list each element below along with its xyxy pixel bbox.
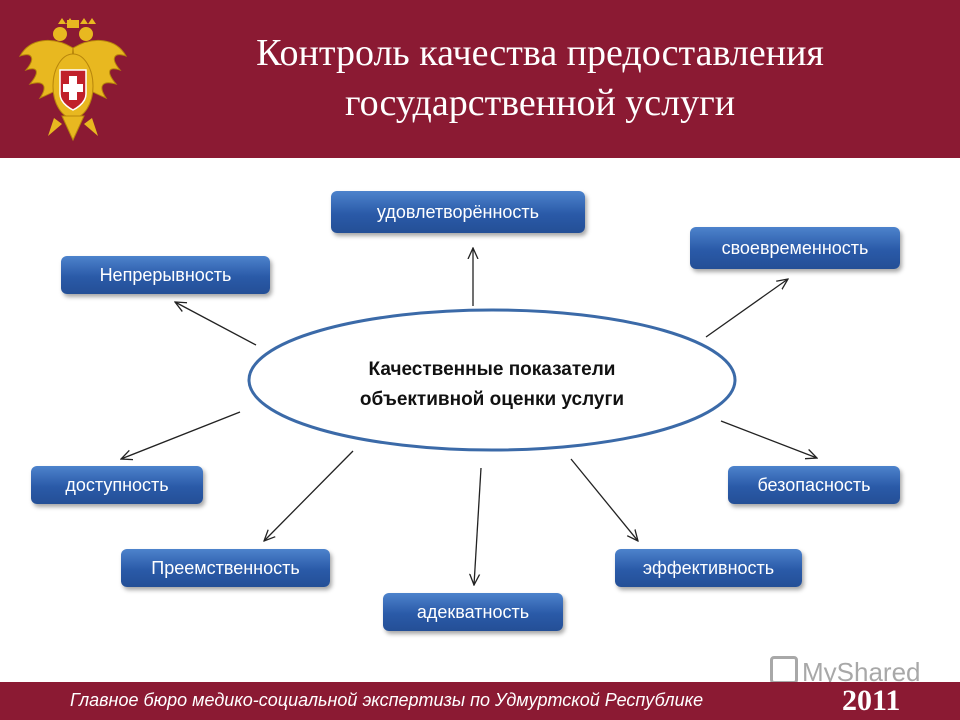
node-continuity: Непрерывность <box>61 256 270 294</box>
arrow-to-safety <box>720 420 817 458</box>
header-banner: Контроль качества предоставления государ… <box>0 0 960 158</box>
arrow-to-adequacy <box>474 467 482 585</box>
double-headed-eagle-emblem-icon <box>18 18 128 142</box>
node-timeliness: своевременность <box>690 227 900 269</box>
node-effectiveness: эффективность <box>615 549 802 587</box>
arrow-to-accessibility <box>121 411 241 459</box>
footer-year: 2011 <box>842 684 901 717</box>
center-label: Качественные показатели объективной оцен… <box>300 355 684 415</box>
arrow-to-effectiveness <box>570 458 638 541</box>
title-line-1: Контроль качества предоставления <box>256 32 824 74</box>
node-safety: безопасность <box>728 466 900 504</box>
node-accessibility: доступность <box>31 466 203 504</box>
node-adequacy: адекватность <box>383 593 563 631</box>
page-title: Контроль качества предоставления государ… <box>150 28 930 128</box>
center-ellipse <box>247 308 737 452</box>
arrow-to-succession <box>264 450 354 541</box>
node-succession: Преемственность <box>121 549 330 587</box>
footer-organization: Главное бюро медико-социальной экспертиз… <box>70 690 704 710</box>
footer-banner: Главное бюро медико-социальной экспертиз… <box>0 682 960 720</box>
center-label-line-2: объективной оценки услуги <box>359 389 625 410</box>
watermark-logo-icon <box>770 656 798 684</box>
title-line-2: государственной услуги <box>344 82 736 124</box>
arrow-to-continuity <box>175 302 257 346</box>
center-label-line-1: Качественные показатели <box>368 359 616 380</box>
arrow-to-timeliness <box>705 279 788 338</box>
node-satisfaction: удовлетворённость <box>331 191 585 233</box>
